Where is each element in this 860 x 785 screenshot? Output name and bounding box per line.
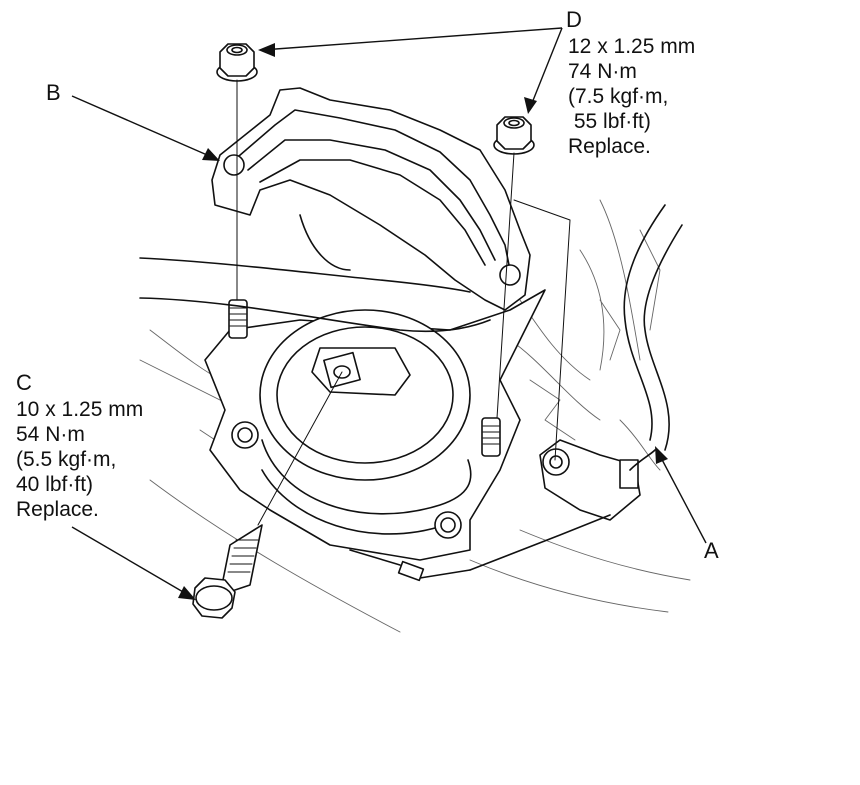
callout-c-line-3: (5.5 kgf·m, — [16, 448, 116, 471]
mount-bracket — [211, 87, 531, 311]
callout-c-line-4: 40 lbf·ft) — [16, 473, 93, 496]
callout-d-line-5: Replace. — [568, 135, 651, 158]
callout-b-letter: B — [46, 80, 61, 105]
cross-member — [139, 257, 491, 333]
hose-clip — [349, 204, 683, 582]
mount-bolt — [192, 524, 263, 619]
callout-c-line-1: 10 x 1.25 mm — [16, 398, 143, 421]
callout-d-line-1: 12 x 1.25 mm — [568, 35, 695, 58]
callout-d-letter: D — [566, 7, 582, 32]
callout-labels: D 12 x 1.25 mm 74 N·m (7.5 kgf·m, 55 lbf… — [16, 7, 719, 563]
subframe-base — [204, 289, 546, 561]
callout-d-line-2: 74 N·m — [568, 60, 637, 83]
flange-nut-left — [216, 43, 258, 82]
callout-a-letter: A — [704, 538, 719, 563]
callout-d-line-3: (7.5 kgf·m, — [568, 85, 668, 108]
callout-c-line-5: Replace. — [16, 498, 99, 521]
callout-c-line-2: 54 N·m — [16, 423, 85, 446]
body-frame — [139, 199, 691, 633]
leader-lines — [71, 27, 707, 600]
flange-nut-right — [493, 116, 535, 155]
callout-d-line-4: 55 lbf·ft) — [568, 110, 651, 133]
guide-lines — [236, 79, 571, 526]
callout-c-letter: C — [16, 370, 32, 395]
